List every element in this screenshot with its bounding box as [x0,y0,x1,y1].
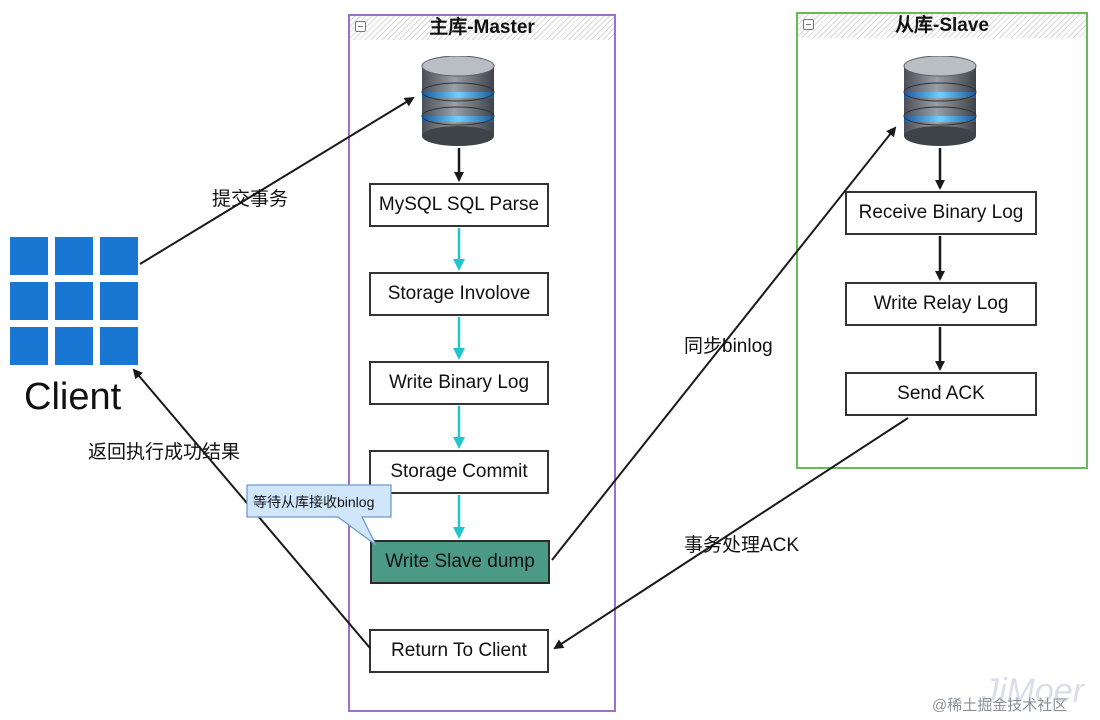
master-database-icon [421,56,495,146]
edge-label-sync-binlog: 同步binlog [684,336,773,357]
master-step-storage-commit[interactable]: Storage Commit [369,450,549,494]
master-pane-header: 主库-Master [350,16,614,40]
arrow-client-to-master [139,96,415,265]
master-step-sql-parse[interactable]: MySQL SQL Parse [369,183,549,227]
slave-step-receive-binary-log[interactable]: Receive Binary Log [845,191,1037,235]
edge-label-return-result: 返回执行成功结果 [88,442,241,463]
slave-title: 从库-Slave [895,15,989,36]
master-step-write-binary-log[interactable]: Write Binary Log [369,361,549,405]
edge-label-ack: 事务处理ACK [684,535,800,556]
watermark-text: @稀土掘金技术社区 [932,697,1068,714]
watermark-logo: JiMoer [982,672,1085,710]
client-grid-icon [10,237,138,365]
edge-label-submit: 提交事务 [212,189,289,210]
slave-step-write-relay-log[interactable]: Write Relay Log [845,282,1037,326]
collapse-icon[interactable] [803,19,814,30]
callout-text: 等待从库接收binlog [253,494,375,510]
slave-pane-header: 从库-Slave [798,14,1086,38]
slave-step-send-ack[interactable]: Send ACK [845,372,1037,416]
slave-database-icon [903,56,977,146]
master-step-return-to-client[interactable]: Return To Client [369,629,549,673]
master-title: 主库-Master [429,17,535,38]
collapse-icon[interactable] [355,21,366,32]
slave-pane: 从库-Slave [796,12,1088,469]
master-step-write-slave-dump[interactable]: Write Slave dump [370,540,550,584]
arrow-ack-to-return [553,417,909,650]
arrow-dump-to-slave [551,126,897,561]
master-pane: 主库-Master [348,14,616,712]
master-step-storage-involve[interactable]: Storage Involove [369,272,549,316]
client-label: Client [24,376,122,418]
